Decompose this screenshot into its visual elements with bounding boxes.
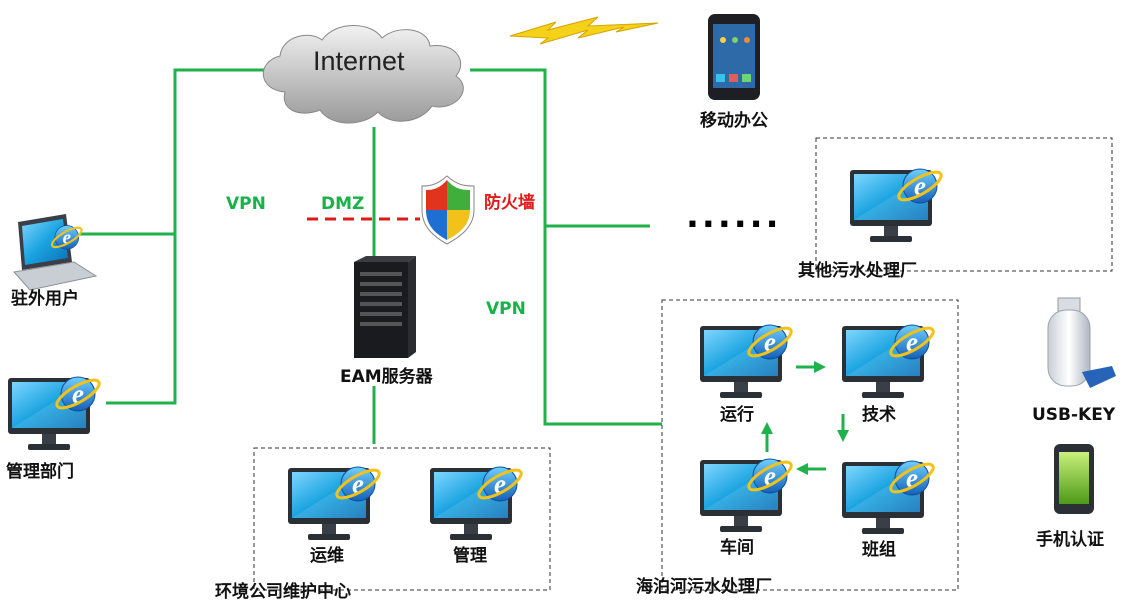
usb-key-label: USB-KEY: [1032, 405, 1116, 425]
monitor-yunxing: [700, 323, 795, 398]
management-dept-label: 管理部门: [6, 462, 74, 482]
internet-cloud: [262, 25, 464, 124]
vpn-left-label: VPN: [226, 194, 266, 214]
phone-auth-label: 手机认证: [1036, 530, 1104, 550]
node-yunxing-label: 运行: [720, 405, 754, 425]
network-links: [80, 68, 662, 444]
mobile-phone-icon: [708, 14, 760, 100]
maintenance-center-box: [253, 447, 551, 591]
monitor-yunwei: [288, 465, 383, 540]
monitor-jishu: [842, 323, 937, 398]
monitor-guanli: [430, 465, 525, 540]
node-guanli-label: 管理: [453, 546, 487, 566]
monitor-management-dept: [8, 375, 103, 450]
node-jishu-label: 技术: [862, 405, 896, 425]
eam-server-icon: [354, 256, 416, 358]
haibo-plant-box: [661, 299, 959, 591]
lightning-icon: [509, 16, 659, 45]
eam-server-label: EAM服务器: [340, 367, 433, 387]
firewall-shield-icon: [421, 175, 475, 245]
firewall-label: 防火墙: [484, 193, 535, 213]
mobile-office-label: 移动办公: [700, 111, 768, 131]
smartphone-icon: [1054, 444, 1094, 514]
node-banzu-label: 班组: [862, 540, 896, 560]
ellipsis: ......: [686, 196, 782, 236]
haibo-plant-title: 海泊河污水处理厂: [636, 577, 772, 597]
other-plants-box: [815, 137, 1113, 272]
vpn-right-label: VPN: [486, 299, 526, 319]
usb-key-icon: [1047, 297, 1116, 388]
laptop-icon: [13, 214, 98, 291]
monitor-banzu: [842, 459, 937, 534]
dmz-label: DMZ: [321, 194, 365, 214]
node-chejian-label: 车间: [720, 538, 754, 558]
monitor-other-plants: [850, 167, 945, 242]
other-plants-label: 其他污水处理厂: [798, 261, 917, 281]
monitor-chejian: [700, 457, 795, 532]
remote-user-label: 驻外用户: [11, 289, 79, 309]
node-yunwei-label: 运维: [310, 546, 344, 566]
workflow-arrows: [761, 361, 849, 475]
internet-label: Internet: [313, 46, 405, 76]
maintenance-center-title: 环境公司维护中心: [215, 582, 351, 602]
